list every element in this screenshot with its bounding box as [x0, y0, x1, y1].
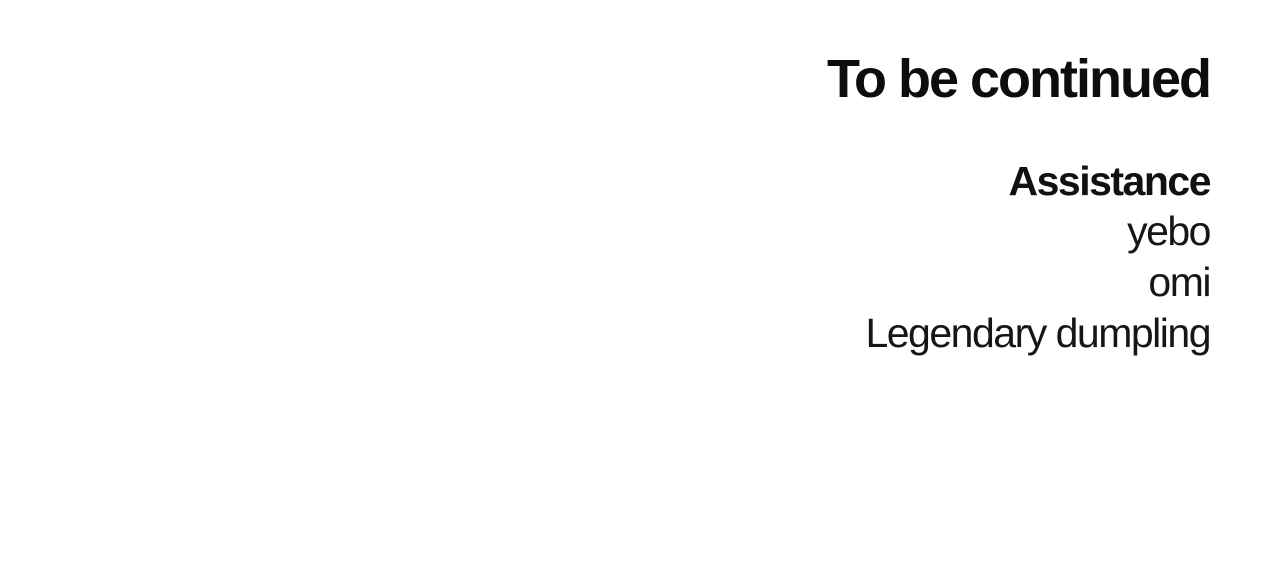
assistance-section: Assistance yebo omi Legendary dumpling [690, 156, 1211, 359]
credit-name: omi [1148, 259, 1211, 305]
section-heading: Assistance [1008, 158, 1211, 204]
credit-name: Legendary dumpling [865, 310, 1211, 356]
page-title: To be continued [827, 49, 1212, 109]
credit-name: yebo [1127, 208, 1211, 254]
credits-block: To be continued Assistance yebo omi Lege… [690, 48, 1212, 359]
credit-list: yebo omi Legendary dumpling [690, 206, 1211, 359]
